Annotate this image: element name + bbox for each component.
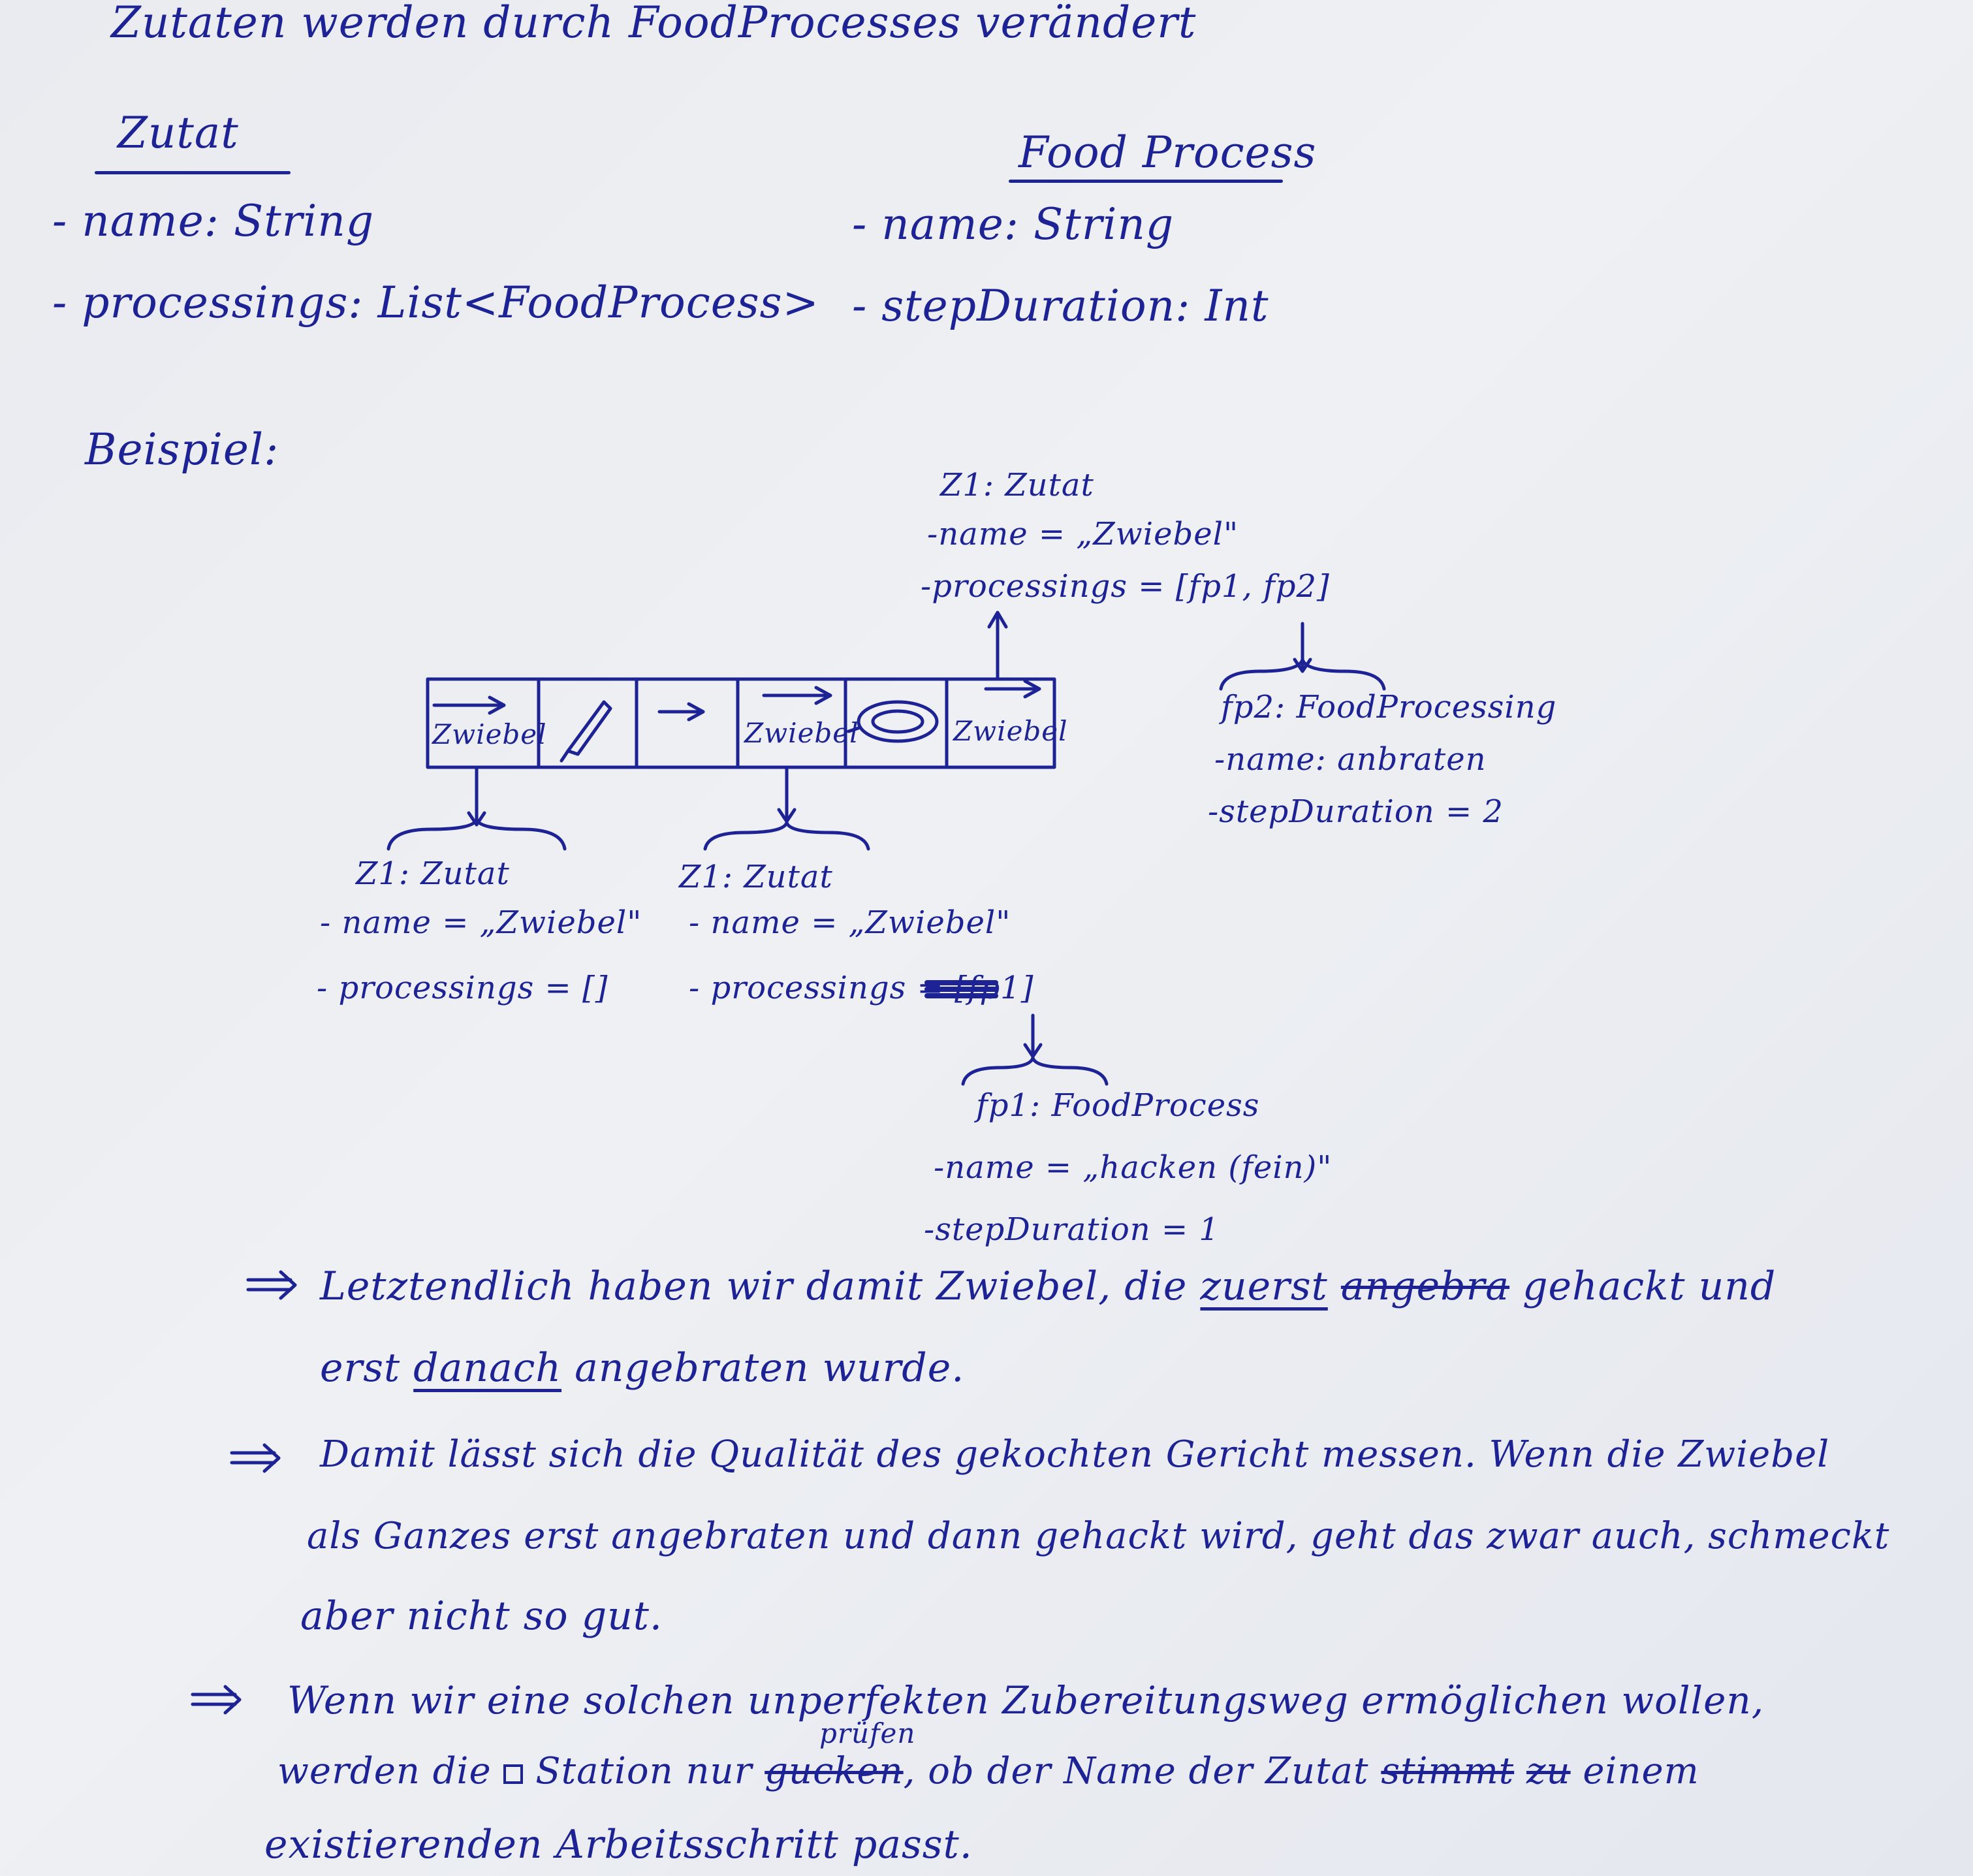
class-foodprocess-title: Food Process: [1018, 127, 1317, 178]
class-foodprocess-attr-name: - name: String: [852, 199, 1175, 249]
obj-top-title: Z1: Zutat: [940, 467, 1094, 503]
note-3-insert-word: prüfen: [819, 1717, 916, 1749]
note-2-line-2: als Ganzes erst angebraten und dann geha…: [307, 1515, 1890, 1557]
obj-mid-title: Z1: Zutat: [679, 859, 833, 895]
note-2-line-1: Damit lässt sich die Qualität des gekoch…: [320, 1433, 1830, 1476]
small-box-mark: [503, 1764, 524, 1784]
fp2-duration: -stepDuration = 2: [1208, 793, 1504, 830]
example-label: Beispiel:: [85, 424, 279, 475]
note-1-crossed-out: angebra: [1340, 1264, 1510, 1309]
class-zutat-title: Zutat: [118, 108, 239, 158]
note-3-line-1: Wenn wir eine solchen unperfekten Zubere…: [287, 1678, 1765, 1723]
fp1-title: fp1: FoodProcess: [976, 1087, 1260, 1124]
strip-cell-3: [635, 677, 740, 769]
obj-top-name: -name = „Zwiebel": [927, 516, 1239, 552]
class-zutat-attr-processings: - processings: List<FoodProcess>: [52, 278, 819, 328]
note-2-line-3: aber nicht so gut.: [300, 1593, 663, 1639]
obj-left-name: - name = „Zwiebel": [320, 904, 642, 941]
strip-cell-4-label: Zwiebel: [744, 717, 859, 749]
obj-left-title: Z1: Zutat: [356, 855, 510, 892]
note-1-line-2: erst danach angebraten wurde.: [320, 1345, 965, 1391]
note-3-crossed-out-1: gucken: [765, 1750, 904, 1792]
obj-left-processings: - processings = []: [317, 970, 608, 1006]
fp1-duration: -stepDuration = 1: [924, 1211, 1220, 1248]
class-zutat-attr-name: - name: String: [52, 196, 375, 246]
note-3-crossed-out-2: stimmt: [1381, 1750, 1515, 1792]
class-foodprocess-attr-duration: - stepDuration: Int: [852, 281, 1269, 331]
obj-mid-processings: - processings = [fp1]: [689, 970, 1034, 1006]
note-3-line-3: existierenden Arbeitsschritt passt.: [264, 1822, 973, 1868]
note-3-crossed-out-3: zu: [1526, 1750, 1571, 1792]
strip-cell-6: [945, 677, 1056, 769]
note-1-underlined-then: danach: [413, 1345, 562, 1391]
class-foodprocess-underline: [1009, 180, 1283, 183]
obj-top-processings: -processings = [fp1, fp2]: [921, 568, 1330, 605]
note-1-line-1: Letztendlich haben wir damit Zwiebel, di…: [320, 1264, 1776, 1309]
strip-cell-5: [844, 677, 949, 769]
class-zutat-underline: [95, 171, 291, 174]
note-3-line-2: werden die Station nur gucken, ob der Na…: [277, 1750, 1699, 1792]
knife-icon: [566, 700, 612, 756]
fp2-title: fp2: FoodProcessing: [1221, 689, 1557, 725]
strip-cell-6-label: Zwiebel: [953, 715, 1068, 747]
intro-line: Zutaten werden durch FoodProcesses verän…: [111, 0, 1197, 48]
fp1-name: -name = „hacken (fein)": [934, 1149, 1333, 1186]
fp2-name: -name: anbraten: [1214, 741, 1487, 778]
note-1-underlined-first: zuerst: [1200, 1264, 1328, 1309]
obj-mid-name: - name = „Zwiebel": [689, 904, 1011, 941]
strip-cell-1-label: Zwiebel: [432, 718, 547, 750]
frying-pan-icon: [857, 700, 939, 743]
